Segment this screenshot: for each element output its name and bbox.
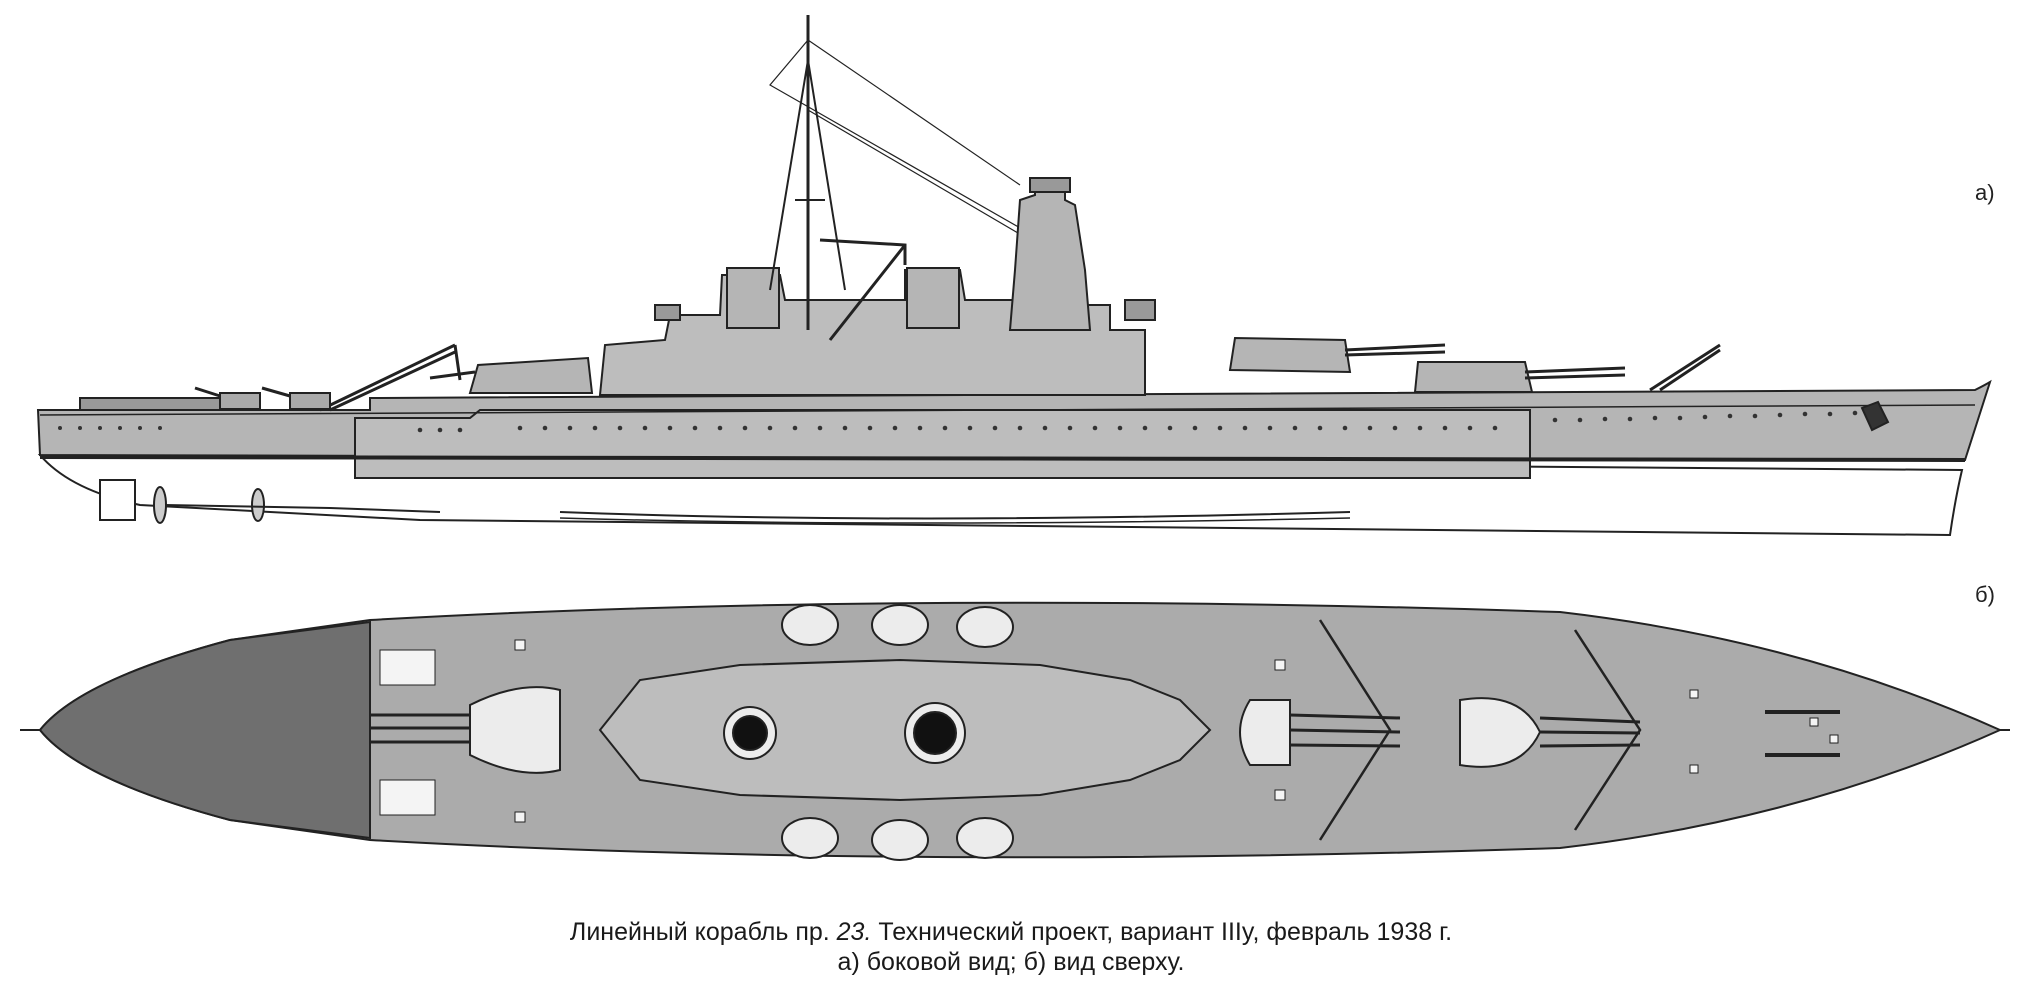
fore-funnel-cap [913, 711, 957, 755]
turret-2-barrels [1344, 343, 1446, 357]
breakwater-fore [1573, 629, 1642, 831]
main-turret-1 [1413, 361, 1534, 393]
rigging [769, 39, 1051, 246]
anchor [1860, 400, 1890, 432]
propeller-2 [251, 488, 265, 522]
top-turret-1 [1459, 697, 1641, 768]
armor-belt [354, 409, 1531, 479]
quarterdeck [38, 620, 371, 840]
top-turret-2 [1239, 699, 1401, 766]
aft-secondary-guns [194, 386, 331, 410]
fore-funnel [906, 267, 960, 329]
forward-tower [1008, 179, 1092, 331]
turret-1-barrels [1524, 366, 1626, 380]
main-turret-2 [1228, 336, 1352, 374]
aft-funnel-cap [732, 715, 768, 751]
deck-line [39, 404, 1976, 416]
stern-rack [79, 397, 231, 411]
main-turret-3 [468, 356, 594, 394]
caption-project-number: 23. [836, 918, 872, 946]
waterline [39, 455, 1966, 462]
bow-crane [1649, 343, 1721, 392]
caption-line-1: Линейный корабль пр. 23. Технический про… [0, 918, 2022, 947]
director-fore [1124, 299, 1156, 321]
secondary-turrets [781, 604, 1014, 861]
rudder [99, 479, 136, 521]
boat-crane [819, 238, 907, 341]
top-view [20, 601, 2010, 861]
keel-line-2 [559, 517, 1351, 524]
director-aft [654, 304, 681, 321]
top-view-label: б) [1975, 582, 1995, 607]
turret-3-barrels [429, 370, 476, 380]
caption-prefix: Линейный корабль пр. [569, 918, 837, 946]
mast-tripod [769, 59, 846, 291]
breakwater-aft [1318, 619, 1392, 841]
side-view [36, 15, 1992, 537]
bow-crane-top [1765, 710, 1840, 757]
rangefinder [1029, 177, 1071, 193]
propeller-1 [153, 486, 167, 524]
deck-hatches [379, 639, 1839, 823]
caption-suffix: Технический проект, вариант IIIy, феврал… [871, 918, 1453, 946]
top-turret-3 [370, 686, 561, 774]
aft-funnel [726, 267, 780, 329]
keel-line [559, 511, 1351, 520]
caption-line-2: а) боковой вид; б) вид сверху. [837, 948, 1185, 976]
side-view-label: а) [1975, 180, 1995, 205]
shaft [164, 504, 441, 513]
